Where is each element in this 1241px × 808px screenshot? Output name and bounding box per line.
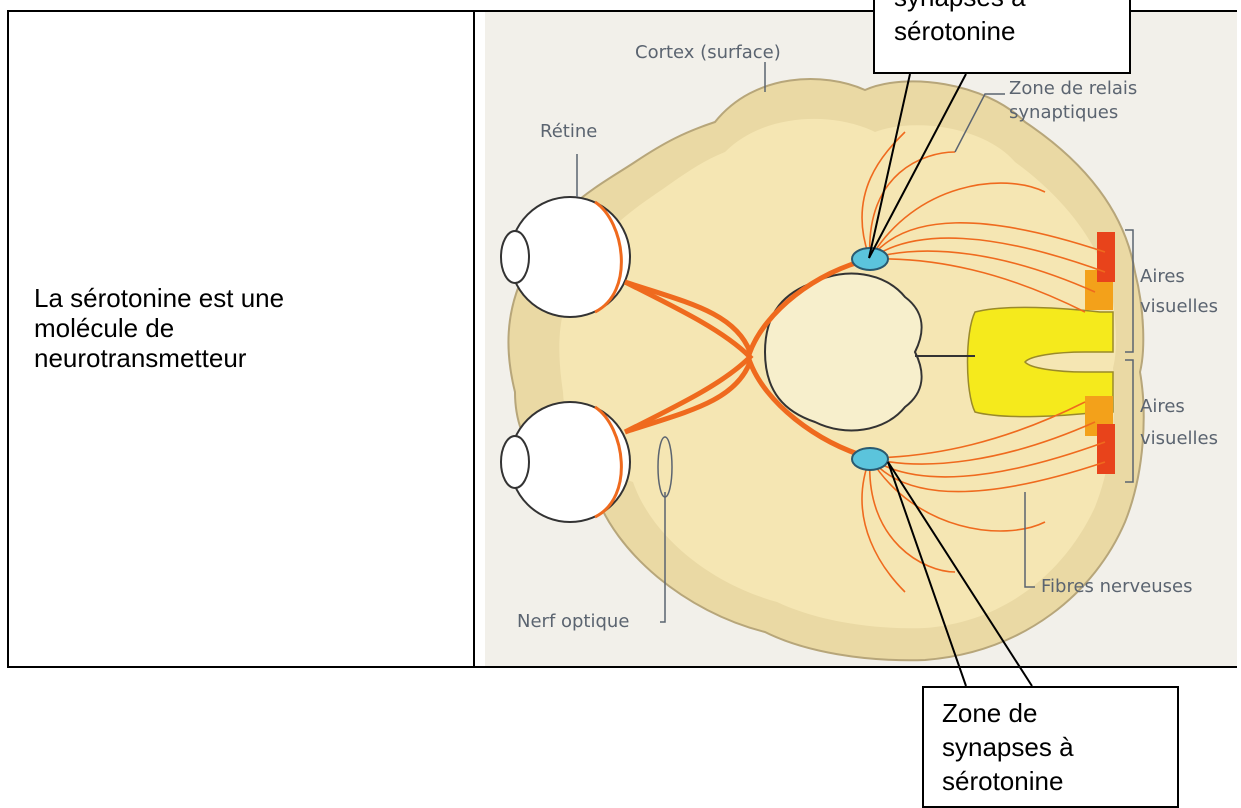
visual-area-red-top bbox=[1097, 232, 1115, 282]
visual-area-red-bottom bbox=[1097, 424, 1115, 474]
callout-bottom-line2: synapses à bbox=[942, 730, 1177, 764]
brainstem bbox=[765, 274, 922, 431]
callout-bottom: Zone de synapses à sérotonine bbox=[922, 686, 1179, 808]
label-aires-top-1: Aires bbox=[1140, 266, 1185, 287]
left-cell-text: La sérotonine est une molécule de neurot… bbox=[34, 283, 434, 373]
callout-top-line1: synapses à bbox=[894, 0, 1129, 14]
label-relais-1: Zone de relais bbox=[1009, 78, 1137, 99]
text-line: La sérotonine est une bbox=[34, 283, 434, 313]
callout-top-line2: sérotonine bbox=[894, 16, 1015, 46]
label-retine: Rétine bbox=[540, 121, 597, 142]
synapse-zone-top bbox=[852, 248, 888, 270]
label-aires-top-2: visuelles bbox=[1140, 296, 1218, 317]
label-cortex: Cortex (surface) bbox=[635, 42, 781, 63]
label-nerf-optique: Nerf optique bbox=[517, 611, 629, 632]
callout-top: synapses à sérotonine bbox=[873, 0, 1131, 74]
label-aires-bottom-2: visuelles bbox=[1140, 428, 1218, 449]
brain-diagram-svg: Cortex (surface) Rétine Zone de relais s… bbox=[485, 12, 1237, 666]
text-line: neurotransmetteur bbox=[34, 343, 434, 373]
text-line: molécule de bbox=[34, 313, 434, 343]
label-aires-bottom-1: Aires bbox=[1140, 396, 1185, 417]
callout-bottom-line1: Zone de bbox=[942, 696, 1177, 730]
label-relais-2: synaptiques bbox=[1009, 102, 1118, 123]
callout-bottom-line3: sérotonine bbox=[942, 764, 1177, 798]
label-fibres: Fibres nerveuses bbox=[1041, 576, 1193, 597]
synapse-zone-bottom bbox=[852, 448, 888, 470]
visual-pathway-diagram: Cortex (surface) Rétine Zone de relais s… bbox=[485, 12, 1237, 666]
table-divider bbox=[473, 10, 475, 668]
